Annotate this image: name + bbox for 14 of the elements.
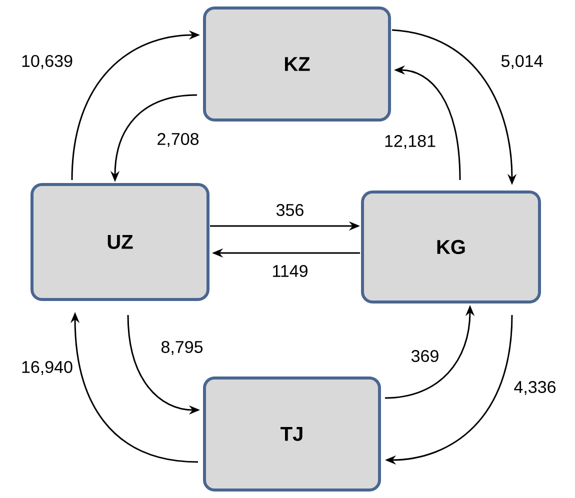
edge-label: 10,639 bbox=[20, 54, 74, 70]
edge-label: 8,795 bbox=[160, 340, 204, 356]
country-box: KG bbox=[361, 190, 541, 304]
edge-label: 356 bbox=[274, 202, 306, 218]
edge-label: 12,181 bbox=[383, 134, 437, 150]
edge-label: 5,014 bbox=[500, 54, 544, 70]
edge-label: 4,336 bbox=[512, 380, 558, 396]
edge-label: 369 bbox=[410, 348, 440, 364]
edge-label: 2,708 bbox=[156, 132, 200, 148]
edge-label: 1149 bbox=[270, 264, 310, 278]
country-box: KZ bbox=[203, 6, 391, 122]
country-box: TJ bbox=[203, 376, 381, 492]
country-box: UZ bbox=[30, 183, 210, 301]
edge-label: 16,940 bbox=[20, 360, 74, 376]
